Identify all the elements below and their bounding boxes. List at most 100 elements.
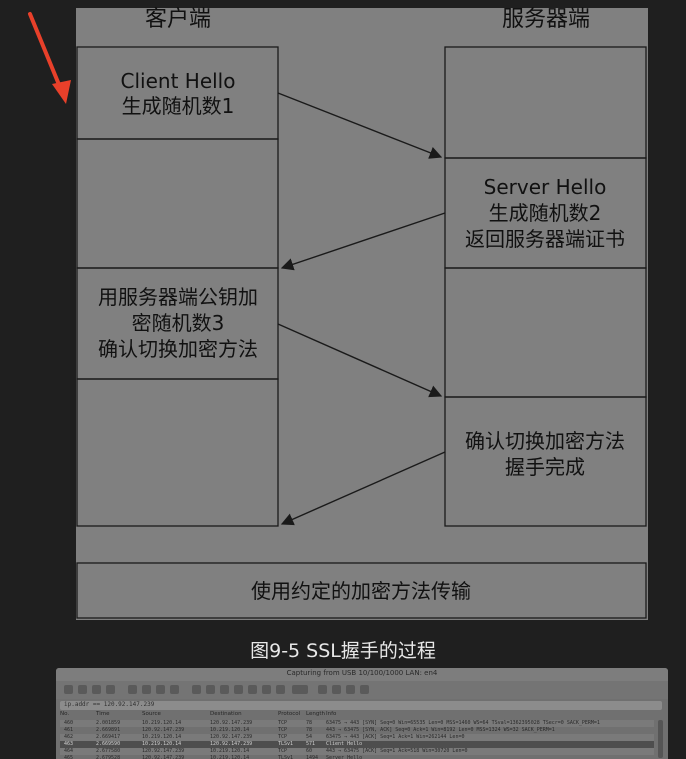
arrow-handshake-done-to-client bbox=[280, 451, 446, 526]
column-header-destination[interactable]: Destination bbox=[210, 711, 242, 717]
column-header-time[interactable]: Time bbox=[96, 711, 110, 717]
close-file-icon[interactable] bbox=[156, 685, 165, 694]
client-step-box-2 bbox=[76, 138, 279, 269]
packet-cell-no: 464 bbox=[64, 748, 74, 754]
packet-cell-no: 462 bbox=[64, 734, 74, 740]
client-column-header: 客户端 bbox=[145, 7, 211, 32]
server-step-2-line-1: Server Hello bbox=[484, 175, 607, 199]
server-step-box-4 bbox=[444, 396, 647, 527]
open-file-icon[interactable] bbox=[128, 685, 137, 694]
packet-cell-proto: TLSv1 bbox=[278, 755, 294, 759]
client-step-3-line-3: 确认切换加密方法 bbox=[98, 337, 258, 361]
packet-cell-time: 2.669417 bbox=[96, 734, 121, 740]
packet-cell-no: 465 bbox=[64, 755, 74, 759]
packet-cell-len: 78 bbox=[306, 720, 313, 726]
packet-cell-len: 78 bbox=[306, 727, 313, 733]
packet-cell-info: 63475 → 443 [ACK] Seq=1 Ack=1 Win=262144… bbox=[326, 734, 465, 740]
go-to-packet-icon[interactable] bbox=[234, 685, 243, 694]
diagram-svg: 客户端 服务器端 Client Hello 生成随机数1 用服务器端公钥加 密随… bbox=[28, 7, 647, 619]
shark-fin-icon[interactable] bbox=[64, 685, 73, 694]
packet-cell-dst: 10.219.120.14 bbox=[210, 727, 250, 733]
server-step-2-line-2: 生成随机数2 bbox=[489, 201, 602, 225]
stop-icon[interactable] bbox=[78, 685, 87, 694]
zoom-out-icon[interactable] bbox=[332, 685, 341, 694]
server-step-2-line-3: 返回服务器端证书 bbox=[465, 227, 625, 251]
packet-row[interactable]: 460 2.001859 10.219.120.14 120.92.147.239 TC… bbox=[60, 720, 654, 727]
packet-cell-time: 2.679528 bbox=[96, 755, 121, 759]
packet-list-header: No. Time Source Destination Protocol Len… bbox=[60, 711, 662, 719]
packet-cell-dst: 120.92.147.239 bbox=[210, 720, 253, 726]
wireshark-toolbar bbox=[56, 681, 668, 699]
packet-cell-dst: 10.219.120.14 bbox=[210, 748, 250, 754]
back-arrow-icon[interactable] bbox=[206, 685, 215, 694]
packet-cell-info: 443 → 63475 [ACK] Seq=1 Ack=518 Win=3072… bbox=[326, 748, 468, 754]
zoom-reset-icon[interactable] bbox=[346, 685, 355, 694]
arrow-client-hello-to-server bbox=[277, 92, 443, 159]
find-icon[interactable] bbox=[192, 685, 201, 694]
client-step-1-line-2: 生成随机数1 bbox=[122, 94, 235, 118]
column-header-protocol[interactable]: Protocol bbox=[278, 711, 301, 717]
reload-icon[interactable] bbox=[170, 685, 179, 694]
restart-icon[interactable] bbox=[92, 685, 101, 694]
display-filter-value: ip.addr == 120.92.147.239 bbox=[64, 701, 155, 708]
packet-cell-time: 2.001859 bbox=[96, 720, 121, 726]
wireshark-window-title: Capturing from USB 10/100/1000 LAN: en4 bbox=[286, 669, 438, 677]
zoom-in-icon[interactable] bbox=[318, 685, 327, 694]
autoscroll-icon[interactable] bbox=[276, 685, 285, 694]
save-file-icon[interactable] bbox=[142, 685, 151, 694]
packet-cell-src: 120.92.147.239 bbox=[142, 748, 185, 754]
first-packet-icon[interactable] bbox=[248, 685, 257, 694]
arrow-server-hello-to-client bbox=[280, 212, 446, 271]
packet-cell-src: 10.219.120.14 bbox=[142, 734, 182, 740]
options-gear-icon[interactable] bbox=[106, 685, 115, 694]
server-step-box-3 bbox=[444, 267, 647, 398]
packet-cell-time: 2.669590 bbox=[96, 741, 121, 747]
packet-cell-len: 54 bbox=[306, 734, 313, 740]
column-header-info[interactable]: Info bbox=[326, 711, 337, 717]
resize-columns-icon[interactable] bbox=[360, 685, 369, 694]
packet-cell-no: 460 bbox=[64, 720, 74, 726]
packet-cell-proto: TCP bbox=[278, 720, 288, 726]
packet-cell-len: 571 bbox=[306, 741, 316, 747]
packet-cell-src: 10.219.120.14 bbox=[142, 720, 182, 726]
packet-cell-src: 120.92.147.239 bbox=[142, 755, 185, 759]
packet-cell-info: 63475 → 443 [SYN] Seq=0 Win=65535 Len=0 … bbox=[326, 720, 600, 726]
forward-arrow-icon[interactable] bbox=[220, 685, 229, 694]
packet-cell-info: 443 → 63475 [SYN, ACK] Seq=0 Ack=1 Win=8… bbox=[326, 727, 555, 733]
packet-cell-proto: TCP bbox=[278, 748, 288, 754]
packet-cell-info: Server Hello bbox=[326, 755, 363, 759]
display-filter-input[interactable]: ip.addr == 120.92.147.239 bbox=[60, 701, 662, 710]
packet-cell-src: 120.92.147.239 bbox=[142, 727, 185, 733]
column-header-no[interactable]: No. bbox=[60, 711, 70, 717]
packet-cell-proto: TLSv1 bbox=[278, 741, 294, 747]
server-step-4-line-2: 握手完成 bbox=[505, 455, 585, 479]
packet-cell-info: Client Hello bbox=[326, 741, 363, 747]
ssl-handshake-diagram bbox=[76, 8, 648, 620]
client-step-box-1 bbox=[76, 46, 279, 140]
packet-list-scrollbar[interactable] bbox=[658, 720, 663, 758]
packet-cell-time: 2.677580 bbox=[96, 748, 121, 754]
packet-row[interactable]: 465 2.679528 120.92.147.239 10.219.120.14 TL… bbox=[60, 755, 654, 759]
bottom-box bbox=[76, 562, 647, 619]
server-step-box-1 bbox=[444, 46, 647, 159]
packet-cell-len: 1494 bbox=[306, 755, 319, 759]
client-step-box-4 bbox=[76, 378, 279, 527]
column-header-source[interactable]: Source bbox=[142, 711, 161, 717]
red-annotation-arrow-icon bbox=[28, 12, 71, 104]
client-step-1-line-1: Client Hello bbox=[121, 69, 236, 93]
last-packet-icon[interactable] bbox=[262, 685, 271, 694]
packet-cell-dst: 120.92.147.239 bbox=[210, 741, 253, 747]
column-header-length[interactable]: Length bbox=[306, 711, 325, 717]
packet-cell-no: 463 bbox=[64, 741, 74, 747]
packet-cell-proto: TCP bbox=[278, 727, 288, 733]
packet-cell-no: 461 bbox=[64, 727, 74, 733]
colorize-icon[interactable] bbox=[292, 685, 308, 694]
arrow-key-exchange-to-server bbox=[277, 323, 443, 398]
packet-row[interactable]: 464 2.677580 120.92.147.239 10.219.120.14 TC… bbox=[60, 748, 654, 755]
figure-caption: 图9-5 SSL握手的过程 bbox=[250, 640, 436, 662]
packet-cell-dst: 10.219.120.14 bbox=[210, 755, 250, 759]
